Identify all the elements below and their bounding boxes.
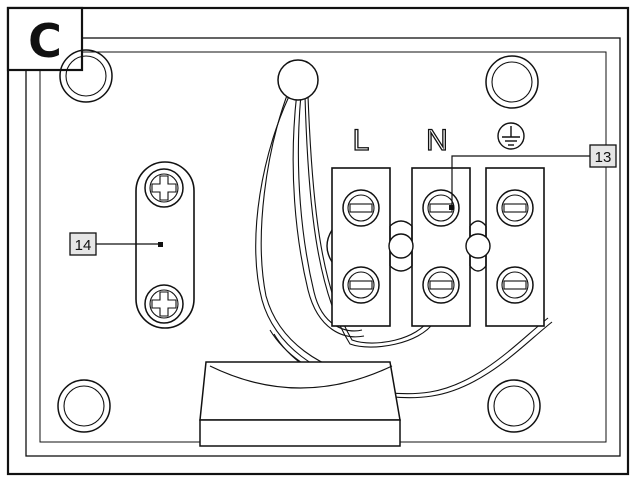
clamp-screw-top bbox=[144, 168, 184, 208]
cable-clamp bbox=[135, 161, 195, 329]
terminal-label-live: L bbox=[353, 124, 370, 157]
callout-13-number: 13 bbox=[595, 149, 612, 166]
panel-letter-box: C bbox=[6, 6, 84, 72]
mounting-hole-bottom-left bbox=[57, 379, 111, 433]
callout-14-number: 14 bbox=[75, 237, 92, 254]
callout-14: 14 bbox=[69, 232, 160, 256]
terminal-screw-live-bottom bbox=[342, 266, 380, 304]
callout-13: 13 bbox=[449, 144, 617, 210]
terminal-screw-earth-top bbox=[496, 189, 534, 227]
terminal-screw-neutral-bottom bbox=[422, 266, 460, 304]
terminal-screw-earth-bottom bbox=[496, 266, 534, 304]
clamp-screw-bottom bbox=[144, 284, 184, 324]
terminal-screw-live-top bbox=[342, 189, 380, 227]
cable-gland bbox=[199, 361, 401, 447]
cable-grommet bbox=[277, 59, 319, 101]
mounting-hole-top-left bbox=[59, 49, 113, 103]
terminal-label-neutral: N bbox=[426, 124, 448, 157]
inner-housing bbox=[25, 37, 621, 457]
panel-letter: C bbox=[28, 14, 62, 68]
mounting-hole-top-right bbox=[485, 55, 539, 109]
earth-ground-icon bbox=[497, 122, 525, 150]
mounting-hole-bottom-right bbox=[487, 379, 541, 433]
